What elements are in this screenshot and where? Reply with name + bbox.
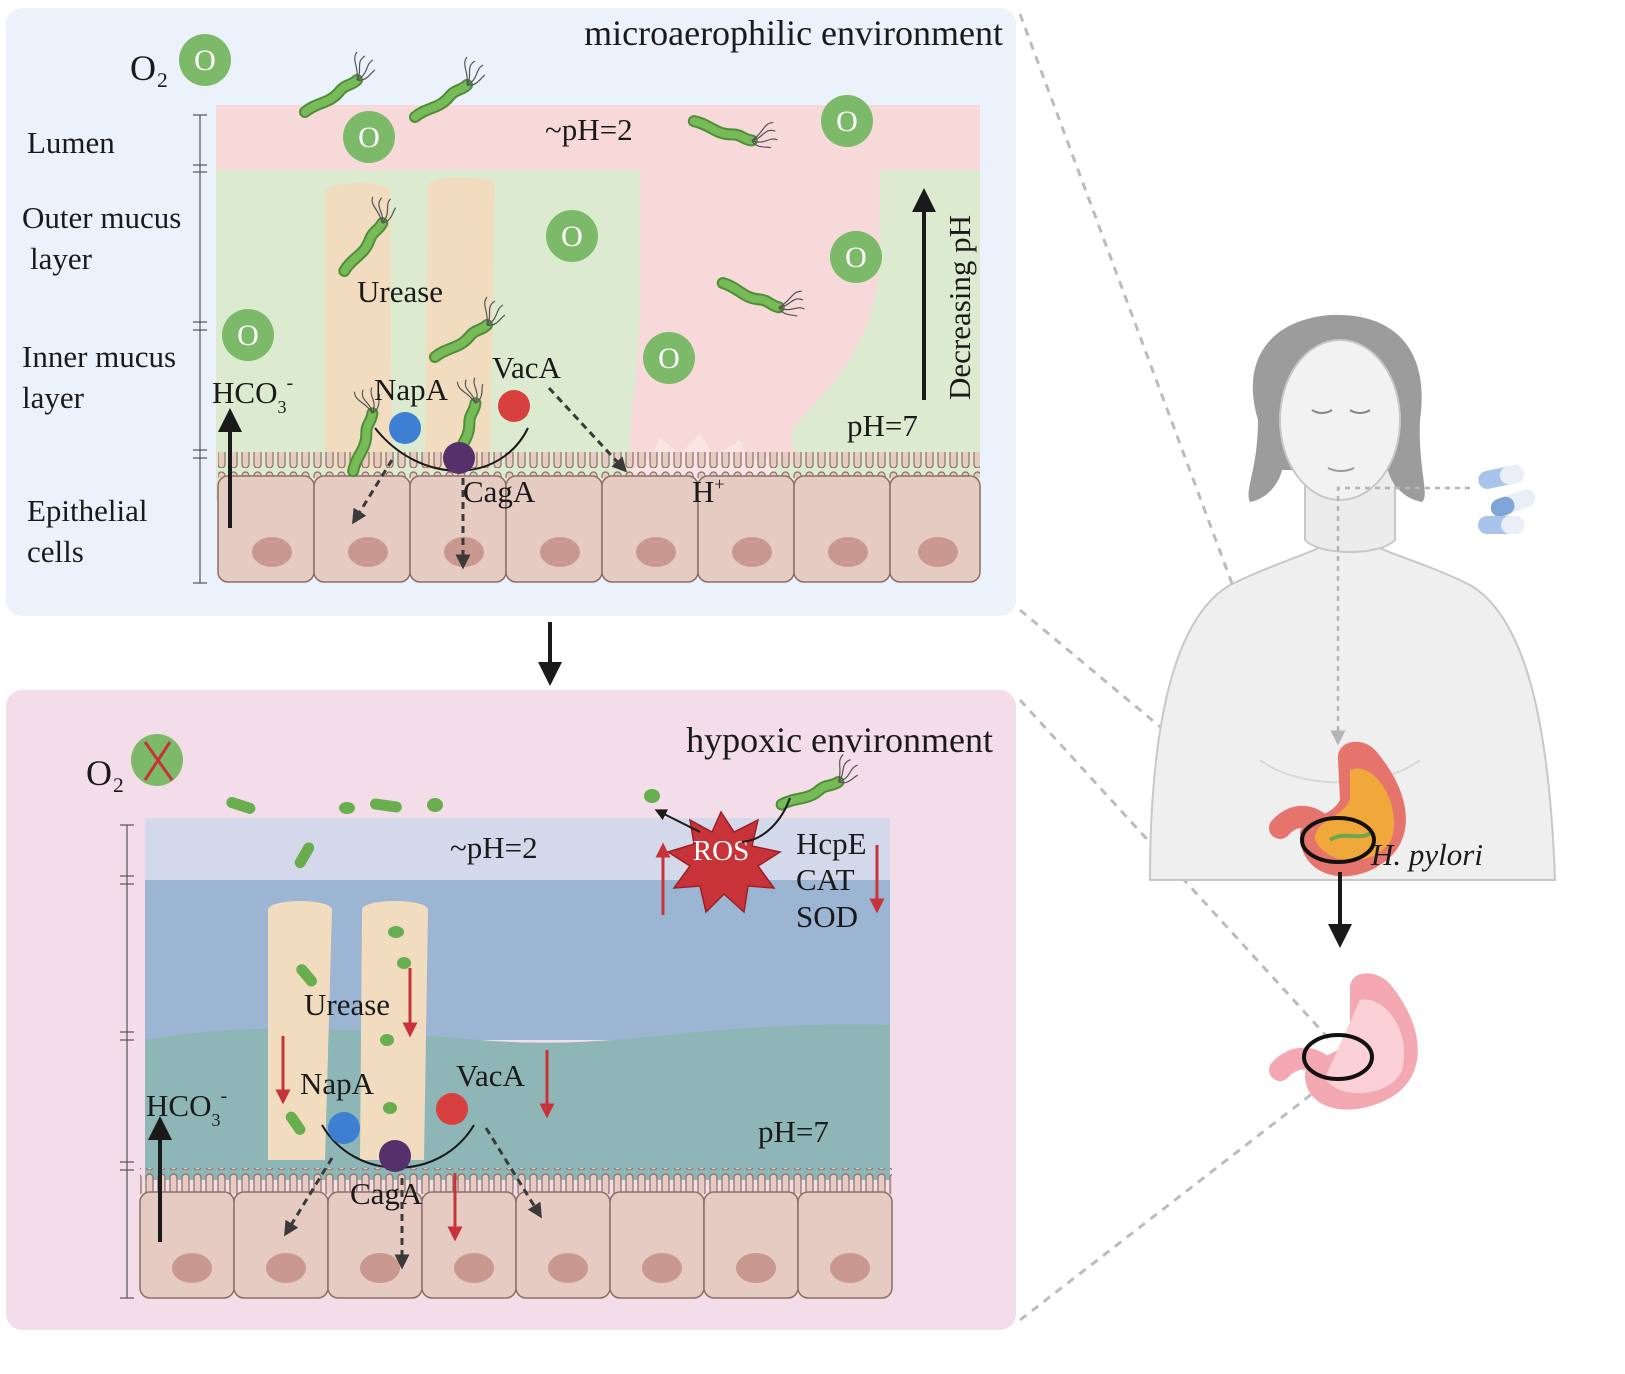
bottom-mucus-ph-label: pH=7 [758, 1114, 829, 1149]
vaca-signal-arrow [547, 386, 628, 473]
proton-label: H+ [692, 474, 725, 509]
pills-icon [1478, 465, 1536, 534]
top-villi [218, 452, 980, 478]
top-panel: microaerophilic environment O₂ O [6, 8, 1016, 616]
top-bicarbonate-label: HCO3- [212, 372, 293, 417]
ros-burst-icon [666, 810, 782, 914]
oxygen-molecule-icon: O [179, 34, 231, 86]
outer-mucus-label-line1: Outer mucus [22, 200, 181, 235]
healthy-site-circle [1302, 1033, 1374, 1081]
gland-column-left [325, 183, 392, 470]
oxygen-molecule-icon: O [343, 111, 395, 163]
bottom-vaca-label: VacA [456, 1058, 525, 1093]
oxygen-molecule-icon: O [643, 332, 695, 384]
ros-release-arrow [654, 809, 701, 833]
bottom-vaca-signal-arrow [484, 1127, 542, 1219]
ros-source-curve [741, 797, 791, 843]
svg-text:O: O [658, 342, 680, 375]
svg-text:O: O [845, 241, 867, 274]
oxygen-molecules-top: O O O O O O [222, 95, 882, 384]
layer-brackets [193, 114, 207, 584]
healthy-stomach-icon [1269, 973, 1418, 1110]
bottom-panel-title: hypoxic environment [686, 720, 993, 760]
inner-mucus-label-line2: layer [22, 380, 85, 415]
bottom-caga-icon [379, 1140, 411, 1172]
top-vaca-icon [498, 390, 530, 422]
closed-eyes-icon [1311, 409, 1371, 414]
ros-label: ROS [693, 835, 749, 867]
epithelial-label-line1: Epithelial [27, 493, 148, 528]
bottom-napa-icon [328, 1112, 360, 1144]
sod-label: SOD [796, 899, 858, 934]
top-urease-label: Urease [357, 274, 443, 309]
top-caga-icon [443, 442, 475, 474]
oxygen-molecule-icon: O [222, 309, 274, 361]
top-caga-label: CagA [463, 474, 536, 509]
top-oxygen-label: O₂ [130, 48, 169, 88]
bottom-panel: hypoxic environment O₂ [6, 690, 1016, 1330]
top-mucus-ph-label: pH=7 [847, 408, 918, 443]
top-napa-icon [389, 412, 421, 444]
head-silhouette [1279, 339, 1401, 501]
decreasing-ph-label: Decreasing pH [942, 215, 977, 400]
bottom-caga-label: CagA [350, 1176, 423, 1211]
svg-text:O: O [194, 44, 216, 77]
lumen-label: Lumen [27, 125, 115, 160]
svg-text:O: O [237, 319, 259, 352]
bottom-villi [140, 1168, 892, 1194]
infected-stomach-icon [1269, 741, 1406, 877]
cat-label: CAT [796, 862, 855, 897]
svg-text:O: O [836, 105, 858, 138]
bottom-epithelial-cells [139, 1191, 893, 1299]
bottom-urease-label: Urease [304, 987, 390, 1022]
inner-mucus-label-line1: Inner mucus [22, 339, 176, 374]
bottom-gland-column-right [360, 901, 428, 1160]
bottom-napa-label: NapA [300, 1066, 375, 1101]
top-panel-title: microaerophilic environment [584, 13, 1003, 53]
outer-mucus-label-line2: layer [30, 241, 93, 276]
infection-site-circle [1300, 816, 1376, 864]
svg-text:O: O [358, 121, 380, 154]
mouth-icon [1327, 467, 1355, 472]
bottom-bicarbonate-label: HCO3- [146, 1085, 227, 1130]
bottom-layer-brackets [120, 824, 134, 1299]
pill-route-arrow [1330, 486, 1470, 746]
hcpe-label: HcpE [796, 826, 867, 861]
human-figure [1148, 314, 1557, 881]
bottom-inner-mucus-band [145, 1024, 890, 1180]
top-epithelial-cells [217, 475, 981, 583]
top-napa-label: NapA [374, 372, 449, 407]
bottom-vaca-icon [436, 1093, 468, 1125]
coccoid-bacteria [226, 789, 660, 1135]
top-lumen-ph-label: ~pH=2 [545, 112, 633, 147]
svg-text:O: O [561, 220, 583, 253]
oxygen-molecule-icon: O [821, 95, 873, 147]
top-vaca-label: VacA [492, 350, 561, 385]
oxygen-molecule-icon: O [546, 210, 598, 262]
oxygen-molecule-icon: O [830, 231, 882, 283]
bottom-oxygen-label: O₂ [86, 753, 125, 793]
no-oxygen-icon [131, 734, 183, 786]
pathogen-label: H. pylori [1370, 837, 1483, 872]
epithelial-label-line2: cells [27, 534, 84, 569]
bottom-napa-signal-arrow [284, 1157, 334, 1237]
bottom-outer-mucus-band [145, 880, 890, 1040]
bottom-lumen-ph-label: ~pH=2 [450, 830, 538, 865]
